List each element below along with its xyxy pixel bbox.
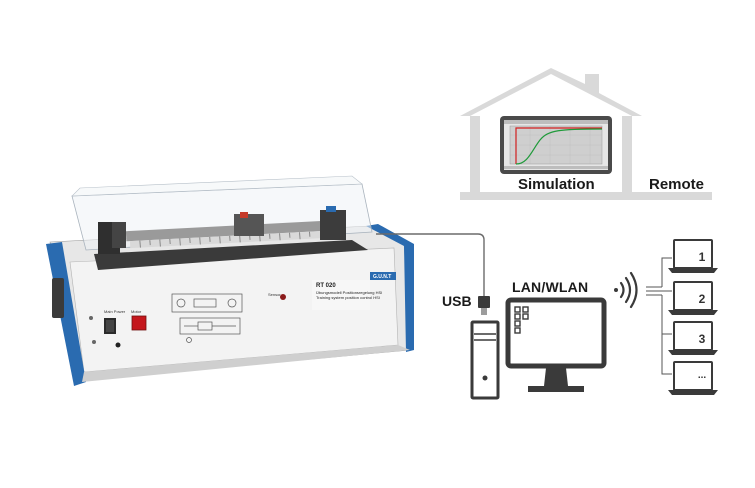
laptop-icon [668, 321, 718, 355]
simulation-screen [500, 116, 612, 174]
laptop-icon [668, 281, 718, 315]
laptop-icon [668, 239, 718, 273]
laptop-number-more: ... [697, 370, 707, 381]
lan-wlan-label: LAN/WLAN [512, 279, 589, 295]
device-description-en: Training system position control HSI [316, 295, 380, 300]
usb-label: USB [442, 293, 472, 309]
trainer-device [46, 175, 414, 386]
remote-label: Remote [649, 176, 705, 193]
brand-logo: G.U.N.T [373, 274, 392, 280]
desktop-computer-icon [470, 320, 500, 400]
wifi-signal-icon [614, 271, 638, 309]
usb-plug-icon [478, 296, 490, 315]
monitor-icon [505, 297, 607, 392]
sensor-label: Sensor [268, 292, 281, 297]
laptop-icon [668, 361, 718, 395]
response-curve [515, 128, 603, 165]
house-icon [460, 68, 712, 200]
usb-cable [376, 233, 485, 296]
laptop-number-1: 1 [698, 250, 706, 264]
laptop-number-2: 2 [698, 292, 706, 306]
device-model-code: RT 020 [316, 283, 336, 289]
device-description-de: Übungsmodell Positionsregelung HSI [316, 290, 383, 295]
simulation-label: Simulation [518, 176, 595, 193]
network-lines [646, 257, 672, 375]
sensor-led [280, 294, 286, 300]
main-power-label: Main Power [104, 309, 126, 314]
setpoint-curve [515, 127, 602, 164]
laptop-number-3: 3 [698, 332, 706, 346]
motor-label: Motor [131, 309, 142, 314]
